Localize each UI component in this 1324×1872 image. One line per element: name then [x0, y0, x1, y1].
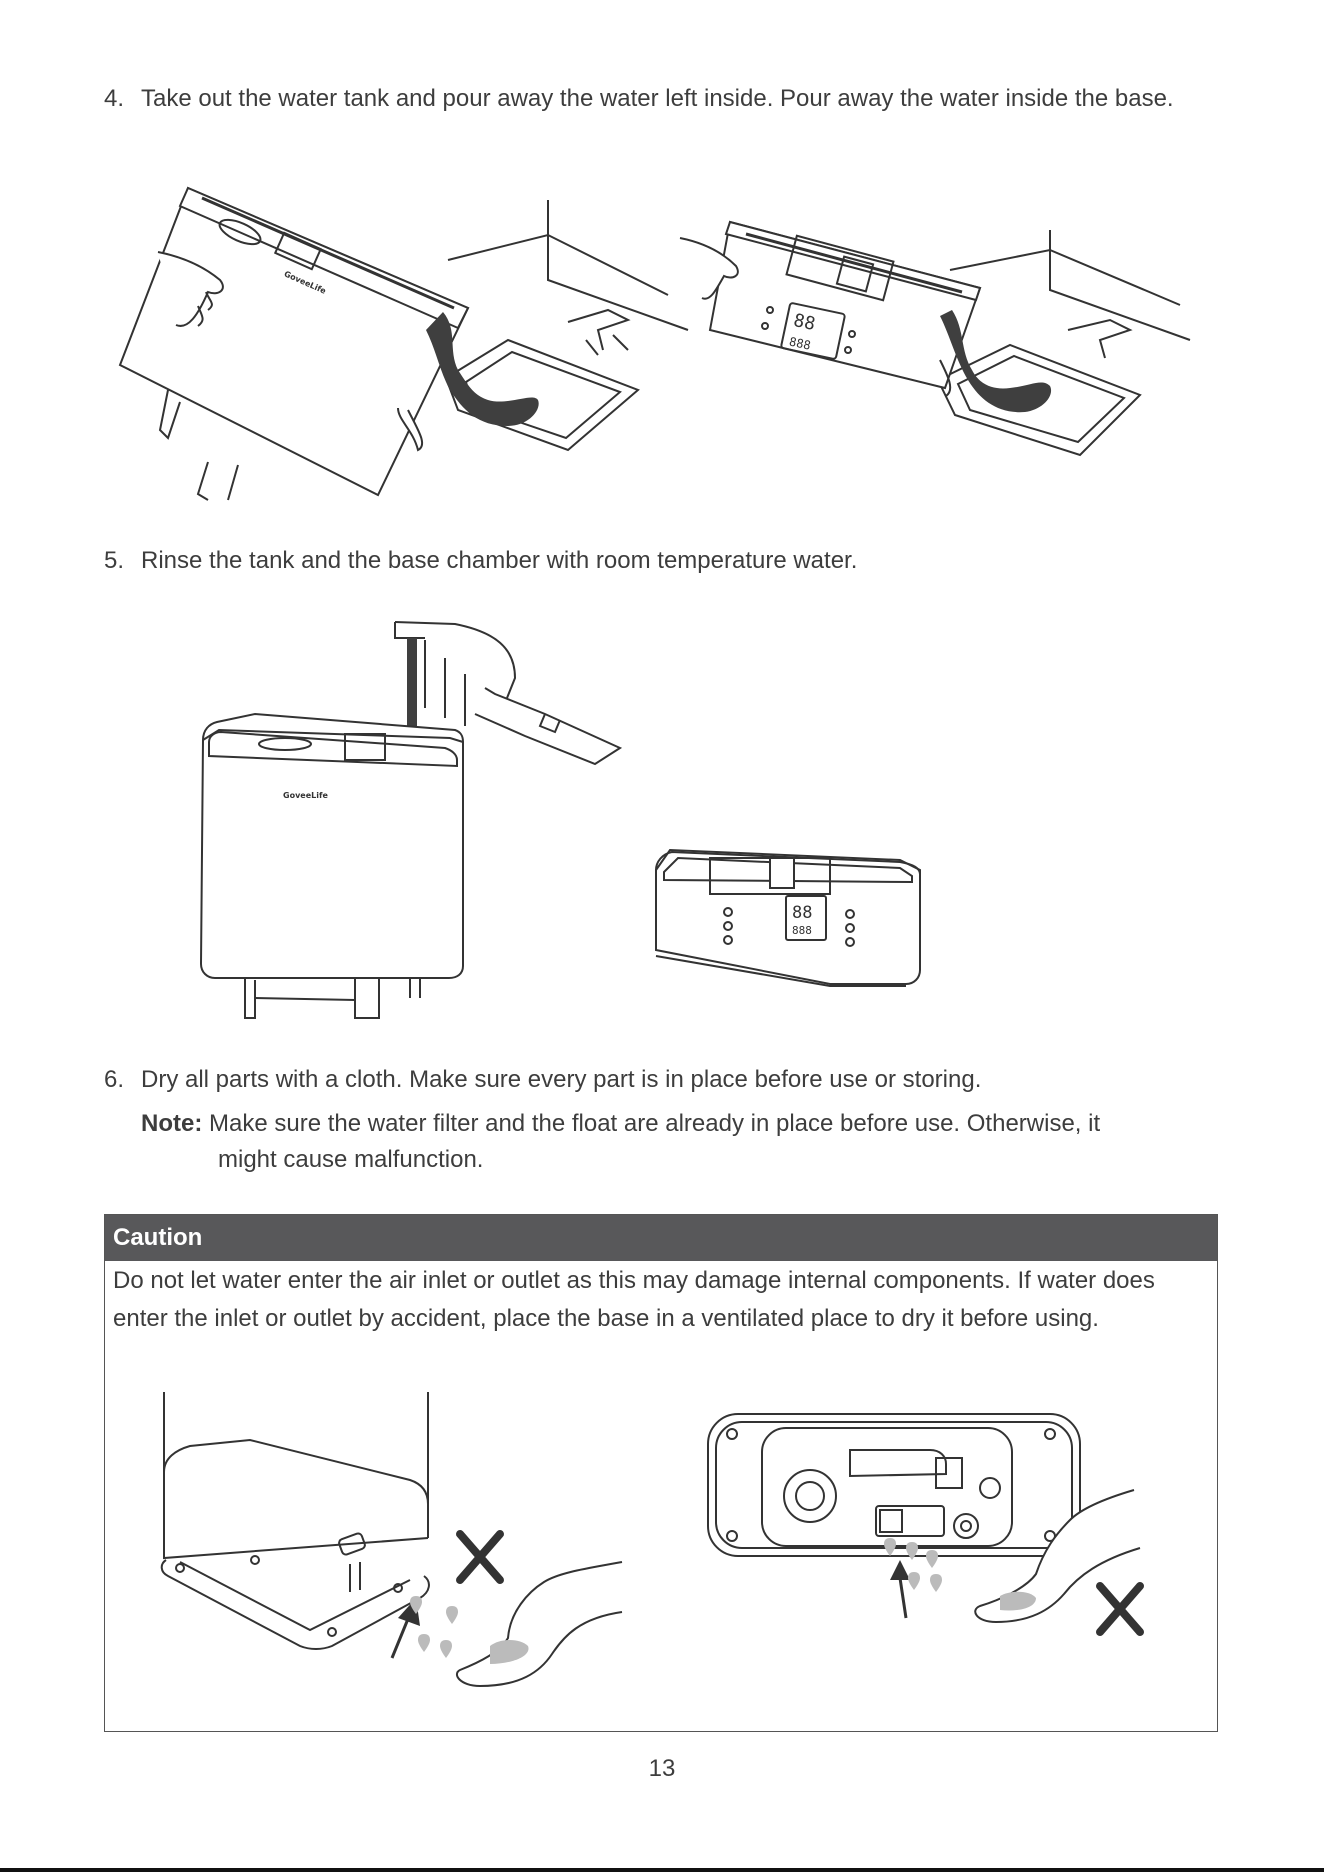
step-text: Rinse the tank and the base chamber with…: [141, 547, 858, 574]
x-mark-icon: [456, 1530, 504, 1584]
note-line-1: Make sure the water filter and the float…: [209, 1110, 1101, 1137]
illustration-pour-tank: GoveeLife: [118, 186, 689, 501]
display-digits-top: 88: [792, 310, 818, 335]
illustration-pour-base: 88 888: [679, 220, 1191, 457]
water-drop-icon: [410, 1596, 458, 1658]
illustration-rinse-tank: GoveeLife: [199, 621, 623, 1019]
display-digits-top-2: 88: [792, 903, 812, 923]
brand-logo-2: GoveeLife: [283, 791, 328, 800]
note: Note: Make sure the water filter and the…: [141, 1106, 1221, 1178]
caution-title: Caution: [105, 1215, 1217, 1261]
illustration-caution-right: [707, 1413, 1144, 1636]
illustration-caution-left: [160, 1392, 623, 1688]
display-digits-bottom: 888: [788, 334, 812, 352]
note-line-2: might cause malfunction.: [218, 1146, 484, 1173]
step-number: 6.: [104, 1066, 125, 1093]
page-number: 13: [648, 1755, 676, 1782]
page-bottom-border: [0, 1868, 1324, 1872]
step-6: 6. Dry all parts with a cloth. Make sure…: [104, 1061, 1224, 1099]
step-4: 4. Take out the water tank and pour away…: [104, 80, 1224, 118]
step-number: 5.: [104, 547, 125, 574]
step-text: Take out the water tank and pour away th…: [141, 85, 1174, 112]
note-label: Note:: [141, 1110, 203, 1137]
x-mark-icon-2: [1096, 1582, 1144, 1636]
arrow-icon-2: [890, 1560, 910, 1619]
step-text: Dry all parts with a cloth. Make sure ev…: [141, 1066, 982, 1093]
display-digits-bottom-2: 888: [792, 924, 812, 937]
water-drop-icon-2: [884, 1538, 942, 1592]
step-number: 4.: [104, 85, 125, 112]
caution-text: Do not let water enter the air inlet or …: [113, 1267, 1155, 1332]
step-5: 5. Rinse the tank and the base chamber w…: [104, 542, 1224, 580]
caution-box: Caution Do not let water enter the air i…: [104, 1214, 1218, 1732]
illustration-rinse-base: 88 888: [655, 848, 921, 987]
